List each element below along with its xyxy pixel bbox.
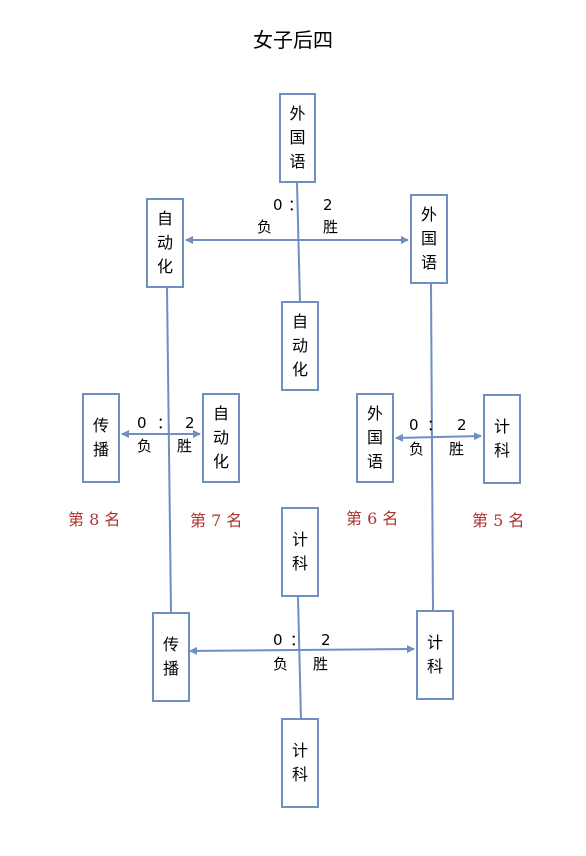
box-char: 自 (156, 209, 173, 228)
box-char: 国 (420, 229, 437, 248)
team-box-bottom-loser: 计 科 (281, 718, 319, 808)
rank-5-label: 第 5 名 (472, 511, 525, 530)
score-colon: ： (290, 631, 306, 649)
box-char: 化 (291, 360, 308, 379)
left-vertical-line (166, 287, 172, 613)
box-char: 科 (291, 554, 308, 573)
box-char: 自 (291, 312, 308, 331)
box-char: 计 (493, 417, 510, 436)
box-char: 语 (289, 152, 306, 171)
team-box-left-low: 传 播 (152, 612, 190, 702)
team-box-bottom-final: 计 科 (281, 507, 319, 597)
bottom-vertical-line (297, 596, 302, 721)
bottom-arrow (189, 645, 415, 655)
score-right: 2 (457, 416, 467, 434)
box-char: 动 (156, 233, 173, 252)
box-char: 播 (92, 440, 109, 459)
box-char: 计 (291, 741, 308, 760)
lose-label: 负 (273, 655, 289, 673)
rank-8-label: 第 8 名 (68, 510, 121, 529)
box-char: 外 (289, 104, 306, 123)
rank-6-label: 第 6 名 (346, 509, 399, 528)
team-box-right-semi: 外 国 语 (410, 194, 448, 284)
box-char: 语 (366, 452, 383, 471)
box-char: 国 (366, 428, 383, 447)
right-mid-arrow (395, 432, 482, 442)
rank-7-label: 第 7 名 (190, 511, 243, 530)
score-left: 0 (409, 416, 419, 434)
score-left: 0 (137, 414, 147, 432)
box-char: 传 (92, 416, 109, 435)
box-char: 化 (212, 452, 229, 471)
win-label: 胜 (313, 655, 329, 673)
win-label: 胜 (323, 218, 339, 236)
score-left: 0 (273, 631, 283, 649)
diagram-title: 女子后四 (253, 28, 333, 52)
right-vertical-line (430, 283, 434, 611)
score-right: 2 (185, 414, 195, 432)
win-label: 胜 (449, 440, 465, 458)
lose-label: 负 (409, 440, 425, 458)
box-char: 自 (212, 404, 229, 423)
score-left: 0 (273, 196, 283, 214)
box-char: 语 (420, 253, 437, 272)
box-char: 科 (426, 657, 443, 676)
box-char: 科 (291, 765, 308, 784)
box-char: 计 (426, 633, 443, 652)
box-char: 化 (156, 257, 173, 276)
box-char: 外 (420, 205, 437, 224)
box-char: 国 (289, 128, 306, 147)
box-char: 播 (162, 659, 179, 678)
box-char: 动 (291, 336, 308, 355)
lose-label: 负 (257, 218, 273, 236)
score-colon: ： (288, 196, 304, 214)
win-label: 胜 (177, 437, 193, 455)
box-char: 传 (162, 635, 179, 654)
team-box-right-low: 计 科 (416, 610, 454, 700)
score-right: 2 (321, 631, 331, 649)
team-box-top-loser: 自 动 化 (281, 301, 319, 391)
score-colon: ： (157, 414, 173, 432)
team-box-top-final: 外 国 语 (279, 93, 316, 183)
box-char: 动 (212, 428, 229, 447)
box-char: 科 (493, 441, 510, 460)
box-char: 外 (366, 404, 383, 423)
box-char: 计 (291, 530, 308, 549)
lose-label: 负 (137, 437, 153, 455)
team-box-left-semi: 自 动 化 (146, 198, 184, 288)
team-box-7: 自 动 化 (202, 393, 240, 483)
score-right: 2 (323, 196, 333, 214)
team-box-6: 外 国 语 (356, 393, 394, 483)
team-box-5: 计 科 (483, 394, 521, 484)
team-box-8: 传 播 (82, 393, 120, 483)
score-colon: ： (427, 416, 443, 434)
